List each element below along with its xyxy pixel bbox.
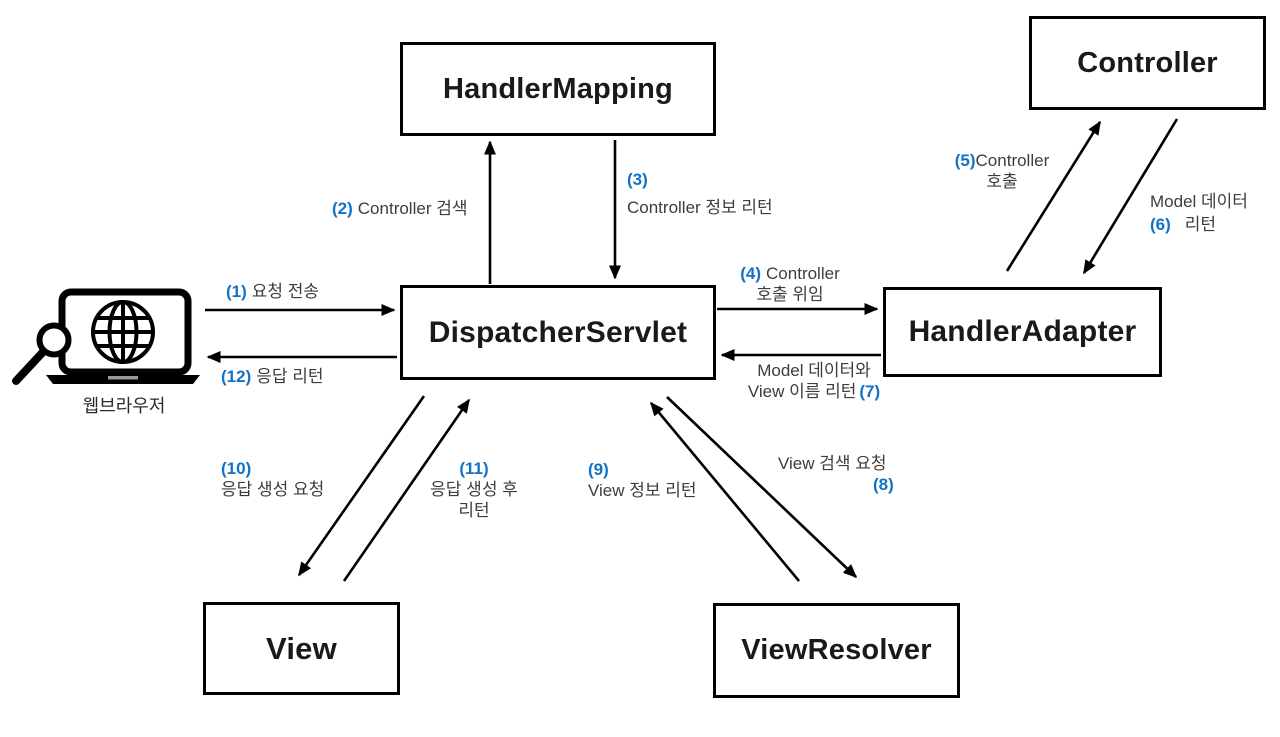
node-view: View xyxy=(203,602,400,695)
step-7-label: Model 데이터와 View 이름 리턴(7) xyxy=(747,361,881,401)
step-6-label: Model 데이터 (6)리턴 xyxy=(1150,192,1248,234)
web-browser-icon xyxy=(12,288,200,385)
step-2-label: (2)Controller 검색 xyxy=(332,199,468,218)
step-11-number: (11) xyxy=(459,459,489,478)
step-4-label: (4)Controller 호출 위임 xyxy=(740,264,840,304)
arrow-10-response-create xyxy=(297,395,426,577)
step-9-label: (9) View 정보 리턴 xyxy=(588,460,697,500)
step-9-number: (9) xyxy=(588,460,609,479)
node-handler-mapping: HandlerMapping xyxy=(400,42,716,136)
step-3-number: (3) xyxy=(627,170,648,189)
step-12-number: (12) xyxy=(221,367,252,386)
step-10-number: (10) xyxy=(221,459,252,478)
step-8-number: (8) xyxy=(873,475,894,494)
arrow-11-response-created xyxy=(342,398,471,582)
step-4-number: (4) xyxy=(740,264,762,283)
step-1-number: (1) xyxy=(226,282,247,301)
step-5-label: (5)Controller 호출 xyxy=(954,151,1050,191)
step-5-number: (5) xyxy=(954,151,976,170)
laptop-base-notch xyxy=(108,376,138,380)
arrow-6-model-data-return xyxy=(1082,118,1179,275)
node-controller: Controller xyxy=(1029,16,1266,110)
step-10-label: (10) 응답 생성 요청 xyxy=(221,459,325,499)
step-2-number: (2) xyxy=(332,199,353,218)
step-3-label: (3) Controller 정보 리턴 xyxy=(627,170,773,217)
node-dispatcher-servlet: DispatcherServlet xyxy=(400,285,716,380)
globe-icon xyxy=(91,300,155,364)
node-handler-adapter: HandlerAdapter xyxy=(883,287,1162,377)
arrow-5-controller-call xyxy=(1005,120,1102,272)
step-6-number: (6) xyxy=(1150,215,1171,234)
step-11-label: (11) 응답 생성 후 리턴 xyxy=(430,459,518,520)
step-8-label: View 검색 요청 (8) xyxy=(778,454,894,494)
node-view-resolver: ViewResolver xyxy=(713,603,960,698)
arrow-8-view-search-request xyxy=(666,396,858,579)
arrow-9-view-info-return xyxy=(650,401,800,582)
step-1-label: (1)요청 전송 xyxy=(226,282,320,301)
magnifier-icon xyxy=(12,322,72,385)
web-browser-label: 웹브라우저 xyxy=(82,396,166,416)
step-7-number: (7) xyxy=(859,382,881,401)
step-12-label: (12)응답 리턴 xyxy=(221,367,324,386)
